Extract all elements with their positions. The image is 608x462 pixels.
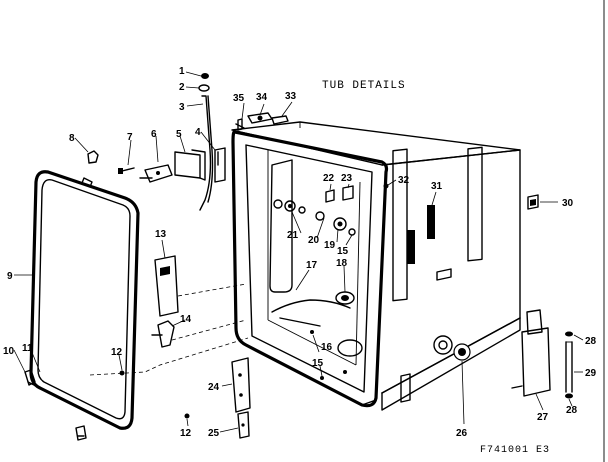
leveling-bracket (511, 309, 551, 397)
clip-30 (527, 194, 539, 210)
callout-31: 31 (431, 181, 443, 192)
callout-16: 16 (321, 342, 333, 353)
callout-11: 11 (22, 343, 33, 354)
bracket-24 (231, 357, 251, 413)
callout-7: 7 (127, 132, 133, 143)
callout-14: 14 (180, 314, 192, 325)
bracket-25 (237, 411, 250, 439)
leveling-leg (565, 331, 573, 399)
guide-line-2 (171, 319, 247, 341)
callout-4: 4 (195, 127, 201, 138)
latch-clip (151, 320, 175, 348)
callout-9: 9 (7, 271, 13, 282)
door-gasket (29, 170, 140, 430)
screw-12b (184, 413, 190, 419)
callout-2: 2 (179, 82, 185, 93)
drain-grommet (453, 343, 471, 361)
callout-20: 20 (308, 235, 320, 246)
bottom-clips-left (24, 369, 87, 441)
callout-3: 3 (179, 102, 185, 113)
callout-22: 22 (323, 173, 335, 184)
callout-13: 13 (155, 229, 167, 240)
clip-8 (87, 150, 99, 164)
plug-32 (383, 183, 389, 189)
callout-17: 17 (306, 260, 318, 271)
callout-12a: 12 (111, 347, 123, 358)
callout-34: 34 (256, 92, 268, 103)
callout-23: 23 (341, 173, 353, 184)
guide-line-3 (89, 337, 249, 376)
callout-35: 35 (233, 93, 245, 104)
callout-1: 1 (179, 66, 185, 77)
hinge-bracket (174, 149, 206, 181)
interior-fasteners (273, 185, 356, 380)
callout-28b: 28 (566, 405, 578, 416)
callout-32: 32 (398, 175, 410, 186)
callout-28a: 28 (585, 336, 597, 347)
callout-27: 27 (537, 412, 549, 423)
callout-19: 19 (324, 240, 336, 251)
tub-body (231, 121, 521, 411)
fill-tube (198, 73, 214, 211)
callout-5: 5 (176, 129, 182, 140)
callout-15b: 15 (312, 358, 324, 369)
diagram-code: F741001 E3 (480, 445, 550, 456)
callout-26: 26 (456, 428, 468, 439)
door-latch (154, 255, 179, 317)
screw-7 (118, 167, 135, 174)
guide-line-1 (177, 283, 247, 297)
callout-25: 25 (208, 428, 220, 439)
callout-6: 6 (151, 129, 157, 140)
diagram-title: TUB DETAILS (322, 80, 406, 92)
callout-30: 30 (562, 198, 574, 209)
leader-lines (13, 71, 584, 433)
hinge-arm (139, 164, 173, 183)
callout-15a: 15 (337, 246, 349, 257)
screw-12a (119, 370, 125, 376)
callout-33: 33 (285, 91, 297, 102)
top-hardware (235, 112, 289, 131)
side-strip (214, 147, 226, 183)
callout-18: 18 (336, 258, 348, 269)
callout-12b: 12 (180, 428, 192, 439)
callout-24: 24 (208, 382, 220, 393)
callout-8: 8 (69, 133, 75, 144)
callout-10: 10 (3, 346, 15, 357)
callout-21: 21 (287, 230, 299, 241)
callout-29: 29 (585, 368, 597, 379)
